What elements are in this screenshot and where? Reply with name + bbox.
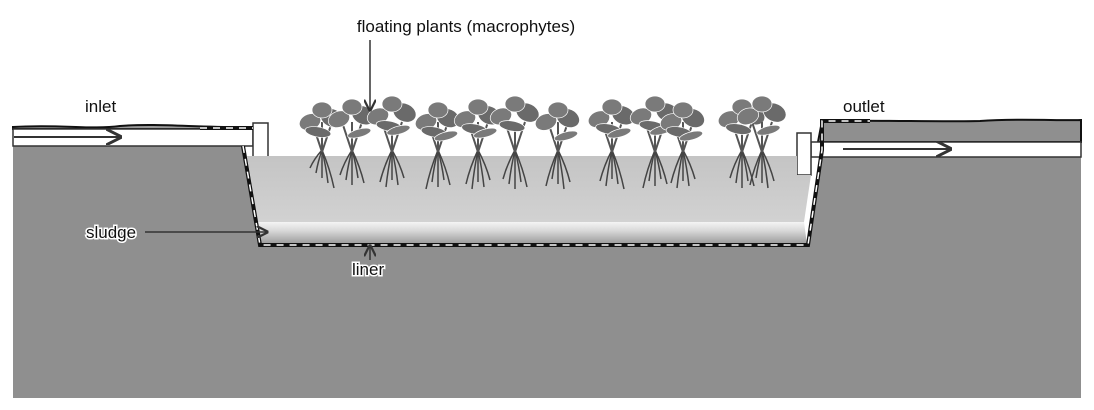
- label-inlet: inlet: [85, 97, 116, 116]
- plant: [366, 95, 417, 188]
- floating-plants: [298, 95, 787, 190]
- plant: [534, 101, 580, 190]
- sludge-layer: [258, 222, 807, 244]
- plant: [489, 95, 540, 189]
- plant: [587, 98, 636, 190]
- plant: [736, 95, 787, 189]
- plant: [298, 101, 344, 189]
- water: [247, 156, 811, 222]
- label-sludge: sludge: [86, 223, 136, 242]
- plant: [659, 101, 705, 189]
- outlet-pipe-cap: [796, 132, 812, 176]
- label-liner: liner: [352, 260, 384, 279]
- label-outlet: outlet: [843, 97, 885, 116]
- plant: [629, 95, 680, 189]
- outlet-surface: [816, 118, 1082, 143]
- label-floating-plants: floating plants (macrophytes): [357, 17, 575, 36]
- plant: [414, 101, 460, 190]
- plant: [453, 98, 502, 190]
